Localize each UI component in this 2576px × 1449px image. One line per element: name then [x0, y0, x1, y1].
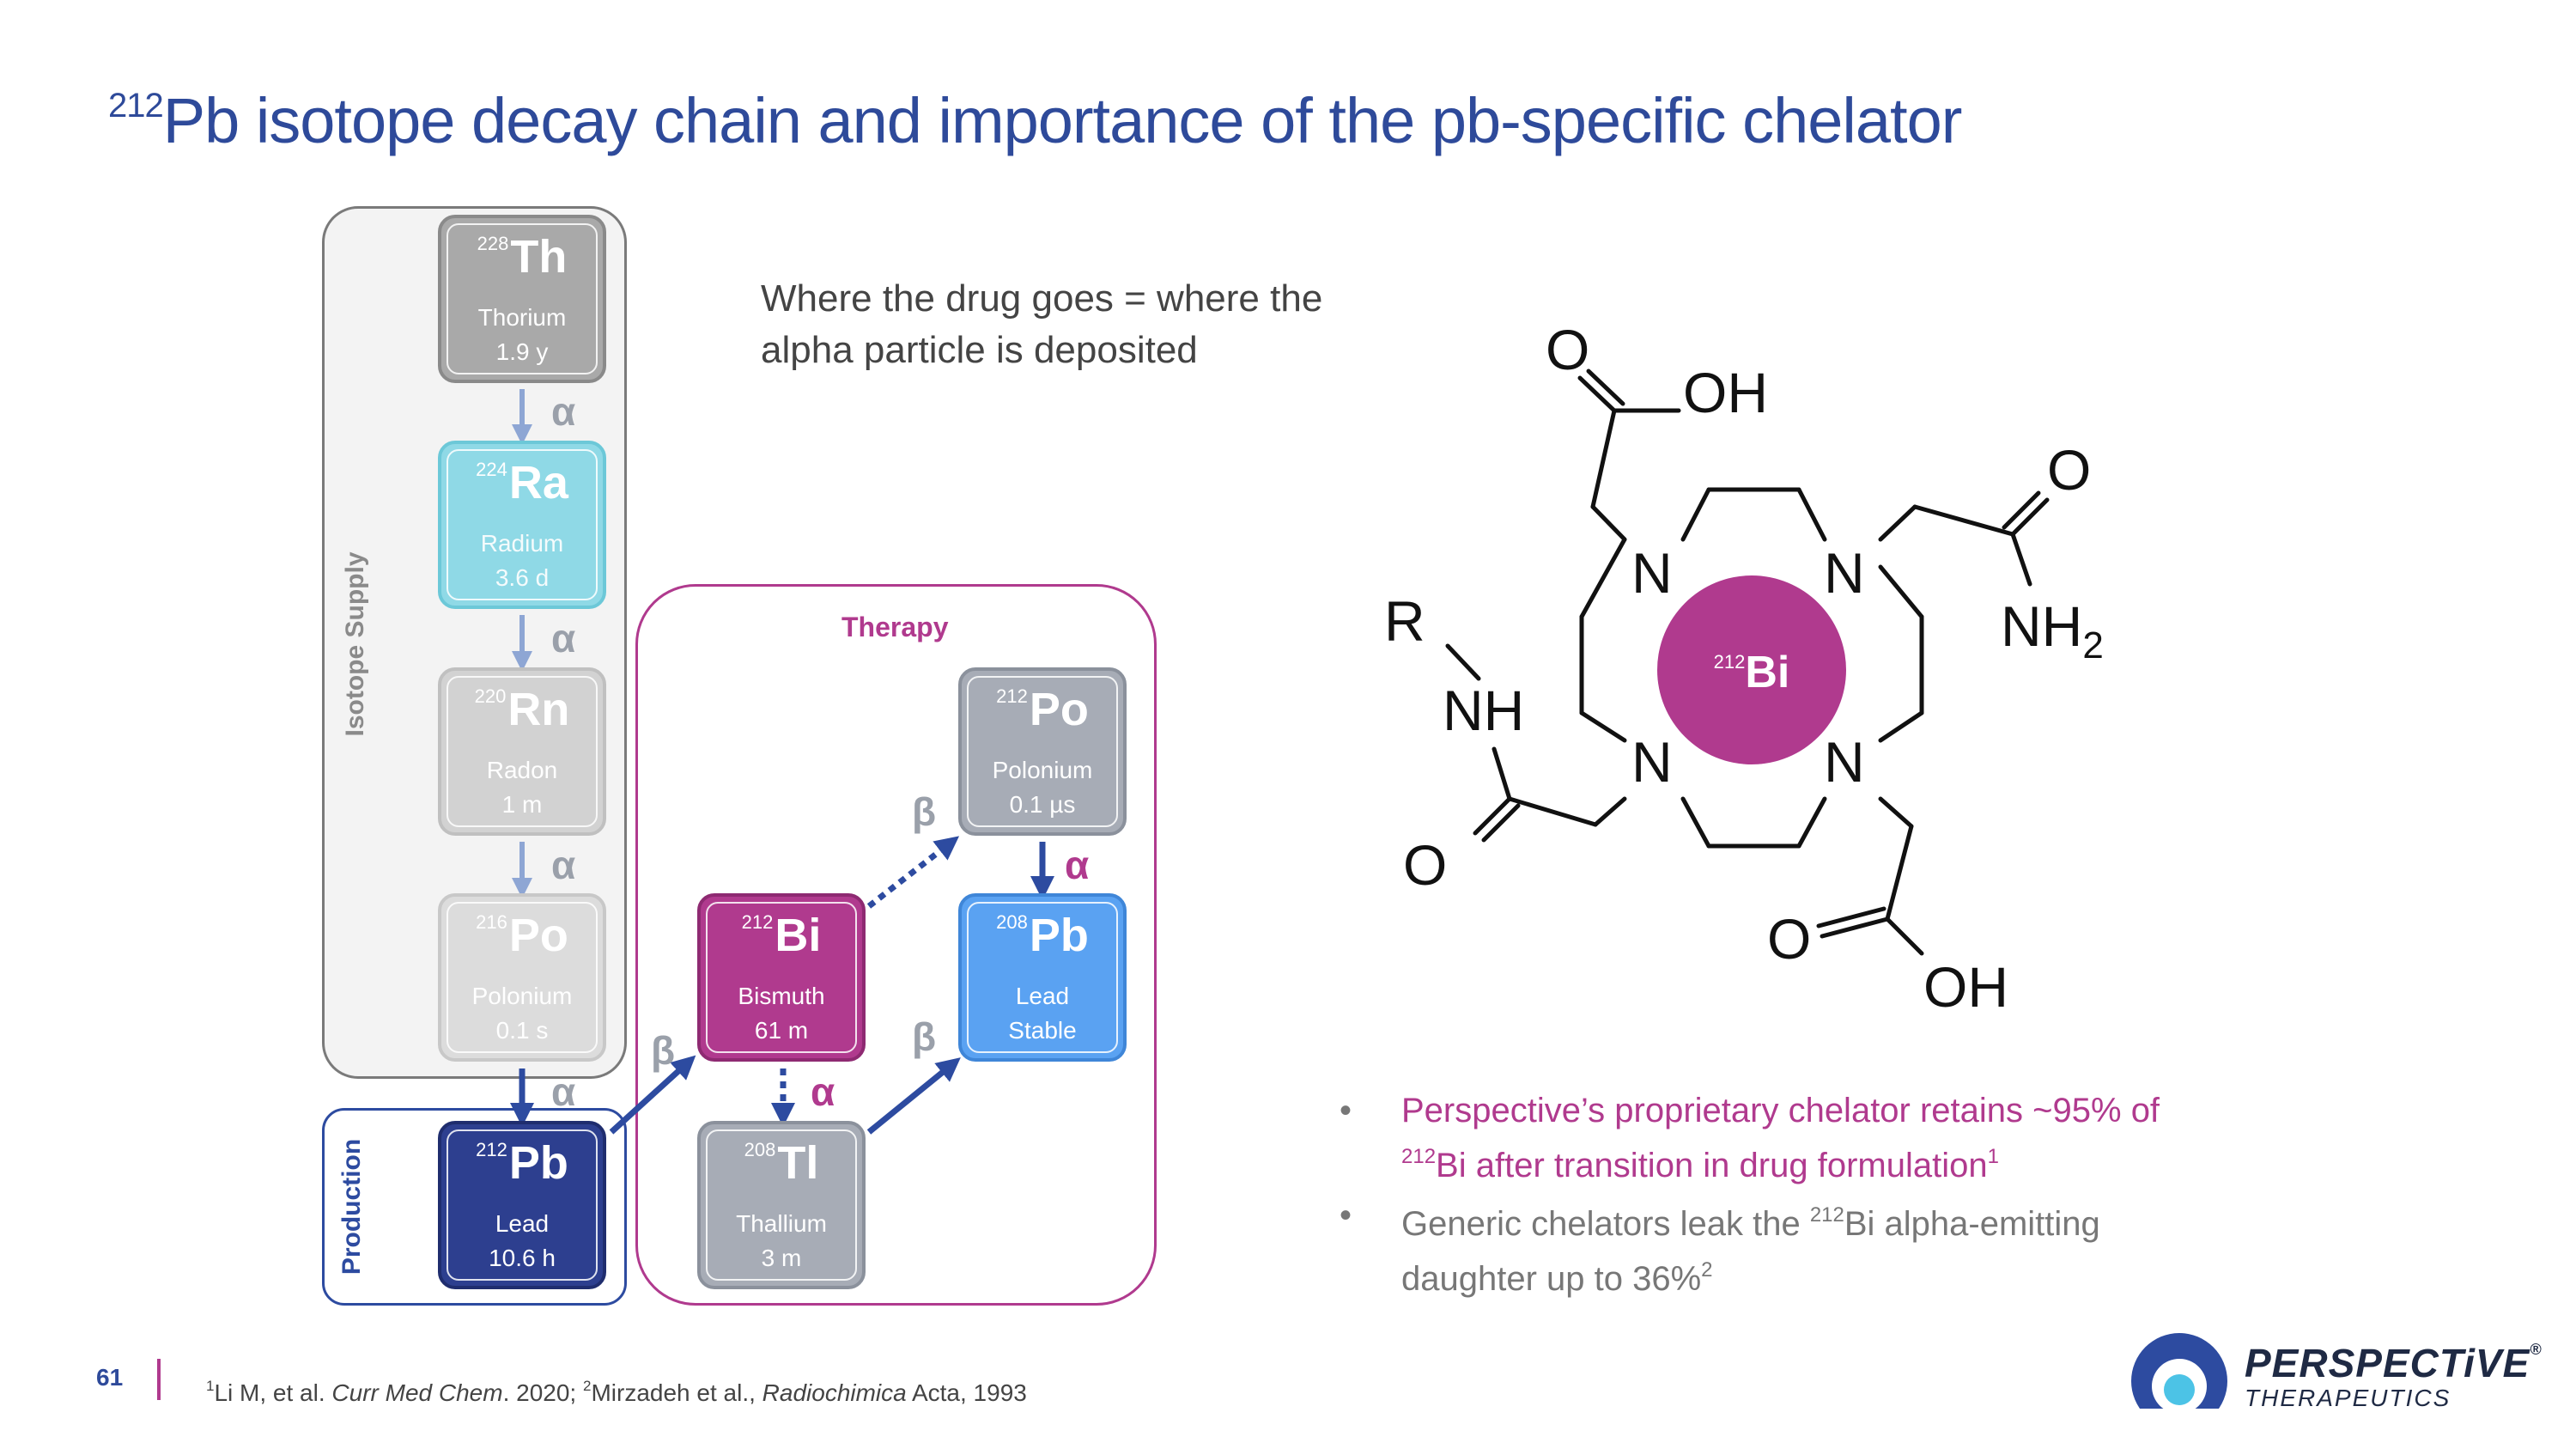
- alpha-label-4: α: [551, 1069, 576, 1114]
- tile-bismuth-212: 212Bi Bismuth 61 m: [697, 893, 866, 1062]
- half-life: 0.1 s: [495, 1017, 549, 1044]
- bismuth-center-circle: [1657, 575, 1846, 764]
- tile-radium-224: 224Ra Radium 3.6 d: [438, 441, 606, 609]
- arrow-tl-pb208: [866, 1057, 961, 1135]
- page-number-divider: [157, 1359, 161, 1400]
- mass-number: 212: [996, 685, 1028, 707]
- element-symbol: Th: [510, 231, 568, 283]
- element-symbol: Pb: [508, 1137, 568, 1189]
- therapy-label: Therapy: [841, 612, 949, 642]
- mass-number: 208: [996, 911, 1028, 933]
- atom-label-nh-left: NH: [1443, 679, 1524, 742]
- chelator-structure: O OH N N N N O NH2 R NH O O OH 212Bi: [1384, 318, 2104, 1019]
- element-name: Polonium: [471, 983, 573, 1009]
- alpha-label-3: α: [551, 843, 576, 887]
- statement-line-2: alpha particle is deposited: [761, 329, 1198, 371]
- element-name: Lead: [1015, 983, 1070, 1009]
- mass-number: 228: [477, 233, 509, 254]
- mass-number: 216: [476, 911, 507, 933]
- alpha-label-1: α: [551, 389, 576, 434]
- atom-label-r: R: [1384, 589, 1425, 653]
- element-name: Lead: [495, 1210, 550, 1237]
- beta-label-bi-po: β: [912, 789, 937, 834]
- tile-lead-208: 208Pb Lead Stable: [958, 893, 1127, 1062]
- atom-label-nh2: NH2: [2001, 594, 2104, 667]
- atom-label-n-bottom-left: N: [1631, 730, 1673, 794]
- half-life: 3 m: [761, 1245, 802, 1271]
- page-number: 61: [96, 1364, 124, 1391]
- bismuth-center-label: 212Bi: [1714, 648, 1790, 697]
- mass-number: 208: [744, 1139, 776, 1160]
- element-symbol: Rn: [507, 684, 570, 735]
- atom-label-n-top-left: N: [1631, 541, 1673, 605]
- element-symbol: Po: [508, 910, 568, 961]
- drug-location-statement: Where the drug goes = where the alpha pa…: [761, 273, 1322, 376]
- perspective-logo-icon: [2128, 1333, 2231, 1433]
- atom-label-oh-bottom: OH: [1923, 955, 2008, 1019]
- mass-number: 220: [474, 685, 507, 707]
- tile-lead-212: 212Pb Lead 10.6 h: [438, 1121, 606, 1289]
- element-symbol: Bi: [775, 910, 822, 961]
- element-name: Bismuth: [738, 983, 825, 1009]
- arrow-bi-po: [866, 836, 960, 909]
- statement-line-1: Where the drug goes = where the: [761, 277, 1323, 320]
- alpha-label-po-pb: α: [1065, 843, 1090, 887]
- tile-polonium-212: 212Po Polonium 0.1 µs: [958, 667, 1127, 836]
- half-life: 10.6 h: [489, 1245, 556, 1271]
- mass-number: 212: [476, 1139, 507, 1160]
- element-name: Radium: [480, 530, 564, 557]
- bullet-generic-chelators: • Generic chelators leak the 212Bi alpha…: [1340, 1192, 2284, 1302]
- alpha-label-2: α: [551, 616, 576, 661]
- atom-label-n-bottom-right: N: [1824, 730, 1865, 794]
- atom-label-n-top-right: N: [1824, 541, 1865, 605]
- alpha-label-bi-tl: α: [811, 1069, 835, 1114]
- element-name: Thorium: [477, 304, 567, 331]
- half-life: 1.9 y: [495, 338, 549, 365]
- arrow-pb-bi: [609, 1055, 696, 1135]
- atom-label-oh-top: OH: [1683, 361, 1768, 424]
- tile-radon-220: 220Rn Radon 1 m: [438, 667, 606, 836]
- half-life: 3.6 d: [495, 564, 550, 591]
- half-life: 61 m: [754, 1017, 809, 1044]
- perspective-logo-wordmark: PERSPECTiVE®: [2245, 1341, 2543, 1385]
- element-symbol: Pb: [1029, 910, 1089, 961]
- page-title: 212Pb isotope decay chain and importance…: [108, 84, 1963, 157]
- half-life: 1 m: [501, 791, 543, 818]
- tile-thorium-228: 228Th Thorium 1.9 y: [438, 215, 606, 383]
- element-symbol: Po: [1029, 684, 1089, 735]
- bullet-dot: •: [1340, 1196, 1352, 1234]
- element-symbol: Ra: [508, 457, 568, 508]
- element-name: Thallium: [736, 1210, 827, 1237]
- atom-label-o-bottom: O: [1767, 907, 1811, 971]
- atom-label-o-right: O: [2047, 438, 2091, 502]
- element-symbol: Tl: [777, 1137, 819, 1189]
- title-mass-number: 212: [108, 87, 164, 125]
- perspective-logo-subtitle: THERAPEUTICS: [2245, 1385, 2451, 1411]
- references-footnote: 1Li M, et al. Curr Med Chem. 2020; 2Mirz…: [206, 1378, 1027, 1406]
- half-life: 0.1 µs: [1009, 791, 1076, 818]
- bullet-dot: •: [1340, 1092, 1352, 1129]
- mass-number: 224: [476, 459, 507, 480]
- atom-label-o-top: O: [1546, 318, 1589, 381]
- mass-number: 212: [741, 911, 774, 933]
- half-life: Stable: [1008, 1017, 1077, 1044]
- atom-label-o-left: O: [1403, 833, 1447, 897]
- bullet-proprietary-chelator: • Perspective’s proprietary chelator ret…: [1340, 1087, 2284, 1189]
- element-name: Polonium: [992, 757, 1093, 783]
- tile-polonium-216: 216Po Polonium 0.1 s: [438, 893, 606, 1062]
- element-name: Radon: [486, 757, 558, 783]
- beta-label-tl-pb: β: [912, 1014, 937, 1059]
- chelator-bullets: • Perspective’s proprietary chelator ret…: [1340, 1087, 2284, 1306]
- beta-label-pb-bi: β: [651, 1028, 676, 1073]
- title-text: Pb isotope decay chain and importance of…: [162, 85, 1963, 156]
- tile-thallium-208: 208Tl Thallium 3 m: [697, 1121, 866, 1289]
